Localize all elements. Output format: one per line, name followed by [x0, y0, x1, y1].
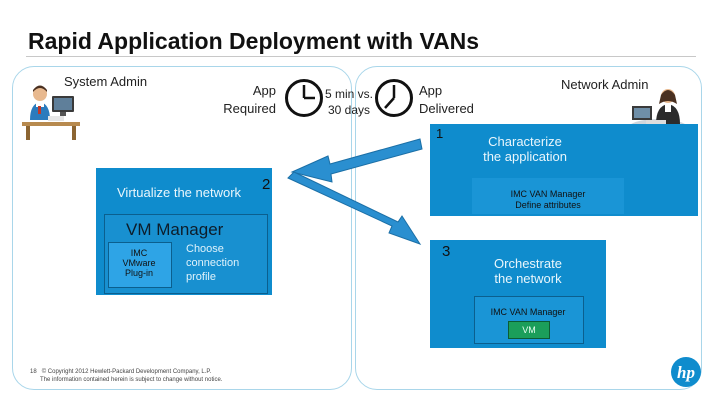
step-1-number: 1: [436, 126, 444, 141]
step-3-number: 3: [442, 243, 451, 260]
characterize-text: Characterize the application: [483, 134, 567, 164]
footer: 18 © Copyright 2012 Hewlett-Packard Deve…: [30, 368, 222, 384]
system-admin-label: System Admin: [64, 74, 148, 89]
hp-logo-icon: hp: [670, 356, 702, 393]
imc-van-manager-text: IMC VAN Manager: [490, 307, 566, 317]
imc-van-manager-define-box: [472, 178, 624, 214]
timing-label: 5 min vs. 30 days: [324, 87, 373, 117]
app-delivered-label: App Delivered: [419, 83, 474, 116]
clock-icon-delivered: [374, 78, 414, 123]
app-required-label: App Required: [223, 83, 276, 116]
title-divider: [26, 56, 696, 57]
notice-text: The information contained herein is subj…: [40, 377, 223, 383]
orchestrate-text: Orchestrate the network: [494, 256, 562, 286]
virtualize-text: Virtualize the network: [117, 185, 242, 200]
clock-icon: [284, 78, 324, 123]
page-title: Rapid Application Deployment with VANs: [28, 28, 480, 54]
page-number: 18: [30, 369, 37, 375]
vm-manager-title: VM Manager: [126, 220, 224, 239]
vm-badge: VM: [508, 321, 550, 339]
hp-logo-text: hp: [677, 363, 695, 382]
choose-connection-profile-text: Choose connection profile: [186, 243, 240, 283]
imc-vmware-plugin-text: IMC VMware Plug-in: [122, 248, 156, 278]
network-admin-label: Network Admin: [561, 77, 649, 92]
imc-van-manager-define-text: IMC VAN Manager Define attributes: [510, 189, 586, 210]
copyright-text: © Copyright 2012 Hewlett-Packard Develop…: [41, 369, 212, 375]
person-at-desk-icon: [18, 82, 82, 142]
imc-vmware-plugin-box: [108, 242, 172, 288]
step-2-number: 2: [262, 176, 271, 193]
